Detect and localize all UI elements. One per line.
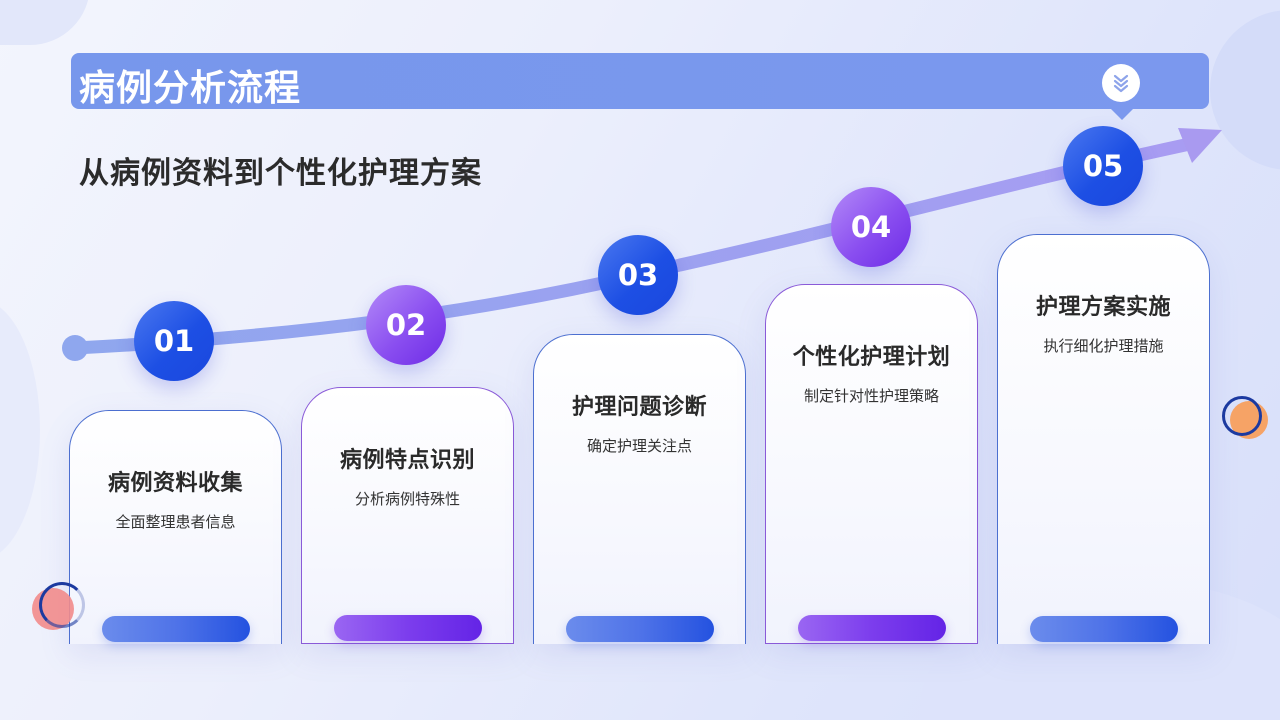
step-card-2[interactable]: 病例特点识别 分析病例特殊性 [301, 387, 514, 644]
arrow-head-icon [1178, 128, 1222, 163]
step-desc: 制定针对性护理策略 [803, 387, 939, 405]
step-pill-button[interactable] [334, 615, 482, 641]
step-card-5[interactable]: 护理方案实施 执行细化护理措施 [997, 234, 1210, 644]
title-pointer [1111, 109, 1133, 120]
step-title: 个性化护理计划 [792, 345, 951, 370]
step-pill-button[interactable] [566, 616, 714, 642]
decor-ring [39, 582, 85, 628]
step-title: 病例特点识别 [339, 448, 475, 473]
step-pill-button[interactable] [798, 615, 946, 641]
step-desc: 确定护理关注点 [586, 437, 692, 455]
step-card-1[interactable]: 病例资料收集 全面整理患者信息 [69, 410, 282, 644]
step-title: 病例资料收集 [107, 471, 243, 496]
step-title: 护理问题诊断 [571, 395, 707, 420]
step-pill-button[interactable] [1030, 616, 1178, 642]
step-number-badge: 04 [831, 187, 911, 267]
step-number-badge: 03 [598, 235, 678, 315]
subtitle: 从病例资料到个性化护理方案 [79, 156, 482, 191]
page-title: 病例分析流程 [79, 68, 302, 109]
step-desc: 分析病例特殊性 [354, 490, 460, 508]
step-card-3[interactable]: 护理问题诊断 确定护理关注点 [533, 334, 746, 644]
background-blob [1210, 10, 1280, 170]
step-desc: 执行细化护理措施 [1043, 337, 1164, 355]
title-badge [1102, 64, 1140, 102]
step-number-badge: 02 [366, 285, 446, 365]
curve-start-dot [62, 335, 88, 361]
step-desc: 全面整理患者信息 [115, 513, 236, 531]
double-chevron-down-icon [1113, 74, 1129, 93]
step-number-badge: 05 [1063, 126, 1143, 206]
title-bar: 病例分析流程 [71, 53, 1209, 120]
background-blob [0, 0, 90, 45]
step-card-4[interactable]: 个性化护理计划 制定针对性护理策略 [765, 284, 978, 644]
decor-ring [1222, 396, 1262, 436]
step-pill-button[interactable] [102, 616, 250, 642]
background-blob [0, 300, 40, 560]
step-title: 护理方案实施 [1035, 295, 1171, 320]
step-number-badge: 01 [134, 301, 214, 381]
